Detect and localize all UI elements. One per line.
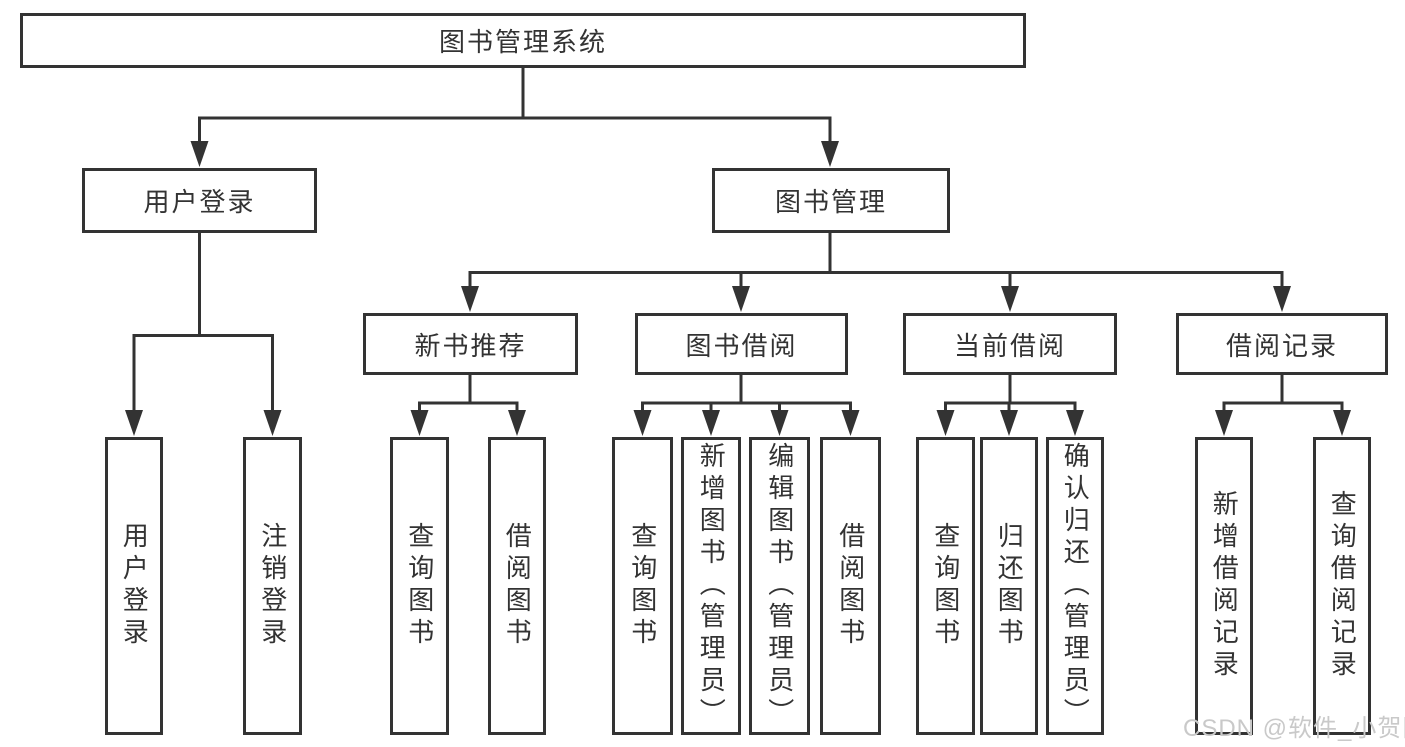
- arrowhead-down-icon: [1001, 286, 1019, 312]
- csdn-watermark: CSDN @软件_小贺同学: [1183, 715, 1405, 742]
- arrowhead-down-icon: [1215, 410, 1233, 436]
- leaf-newbook-borrow-book-label: 借阅图书: [502, 522, 533, 650]
- leaf-query-borrow-record-label: 查询借阅记录: [1327, 490, 1358, 682]
- leaf-query-borrow-record: 查询借阅记录: [1313, 437, 1371, 735]
- node-book-management-label: 图书管理: [774, 187, 887, 217]
- arrowhead-down-icon: [125, 410, 143, 436]
- leaf-add-book-admin: 新增图书（管理员）: [681, 437, 741, 735]
- arrowhead-down-icon: [770, 410, 789, 436]
- node-library-system-label: 图书管理系统: [438, 27, 607, 57]
- arrowhead-down-icon: [1000, 410, 1018, 436]
- node-new-book-recommend: 新书推荐: [363, 313, 578, 375]
- leaf-edit-book-admin: 编辑图书（管理员）: [749, 437, 810, 735]
- leaf-confirm-return-admin-label: 确认归还（管理员）: [1060, 442, 1091, 730]
- leaf-return-book-label: 归还图书: [994, 522, 1025, 650]
- leaf-return-book: 归还图书: [980, 437, 1038, 735]
- leaf-logout: 注销登录: [243, 437, 302, 735]
- arrowhead-down-icon: [732, 286, 750, 312]
- leaf-current-query-book-label: 查询图书: [930, 522, 961, 650]
- leaf-borrowing-borrow-book-label: 借阅图书: [835, 522, 866, 650]
- node-current-borrowing: 当前借阅: [903, 313, 1117, 375]
- leaf-add-book-admin-label: 新增图书（管理员）: [696, 442, 727, 730]
- leaf-user-login-label: 用户登录: [119, 522, 150, 650]
- leaf-edit-book-admin-label: 编辑图书（管理员）: [764, 442, 795, 730]
- arrowhead-down-icon: [1333, 410, 1351, 436]
- arrowhead-down-icon: [1273, 286, 1291, 312]
- leaf-newbook-query-book-label: 查询图书: [404, 522, 435, 650]
- leaf-borrowing-query-book-label: 查询图书: [627, 522, 658, 650]
- leaf-add-borrow-record-label: 新增借阅记录: [1209, 490, 1240, 682]
- arrowhead-down-icon: [702, 410, 720, 436]
- node-user-login: 用户登录: [82, 168, 317, 233]
- arrowhead-down-icon: [190, 141, 209, 167]
- leaf-borrowing-query-book: 查询图书: [612, 437, 673, 735]
- arrowhead-down-icon: [1066, 410, 1084, 436]
- node-library-system: 图书管理系统: [20, 13, 1026, 68]
- node-user-login-label: 用户登录: [143, 187, 256, 217]
- arrowhead-down-icon: [461, 286, 479, 312]
- node-book-management: 图书管理: [712, 168, 950, 233]
- node-current-borrowing-label: 当前借阅: [953, 330, 1066, 361]
- node-borrowing-records-label: 借阅记录: [1225, 330, 1338, 361]
- leaf-user-login: 用户登录: [105, 437, 163, 735]
- arrowhead-down-icon: [841, 410, 860, 436]
- leaf-logout-label: 注销登录: [257, 522, 288, 650]
- leaf-confirm-return-admin: 确认归还（管理员）: [1046, 437, 1104, 735]
- leaf-current-query-book: 查询图书: [916, 437, 975, 735]
- leaf-newbook-borrow-book: 借阅图书: [488, 437, 546, 735]
- arrowhead-down-icon: [936, 410, 955, 436]
- arrowhead-down-icon: [263, 410, 282, 436]
- arrowhead-down-icon: [633, 410, 652, 436]
- arrowhead-down-icon: [508, 410, 526, 436]
- node-book-borrowing: 图书借阅: [635, 313, 848, 375]
- arrowhead-down-icon: [410, 410, 429, 436]
- node-new-book-recommend-label: 新书推荐: [414, 330, 527, 361]
- leaf-borrowing-borrow-book: 借阅图书: [820, 437, 881, 735]
- node-book-borrowing-label: 图书借阅: [685, 330, 798, 361]
- leaf-newbook-query-book: 查询图书: [390, 437, 449, 735]
- node-borrowing-records: 借阅记录: [1176, 313, 1388, 375]
- leaf-add-borrow-record: 新增借阅记录: [1195, 437, 1253, 735]
- arrowhead-down-icon: [821, 141, 839, 167]
